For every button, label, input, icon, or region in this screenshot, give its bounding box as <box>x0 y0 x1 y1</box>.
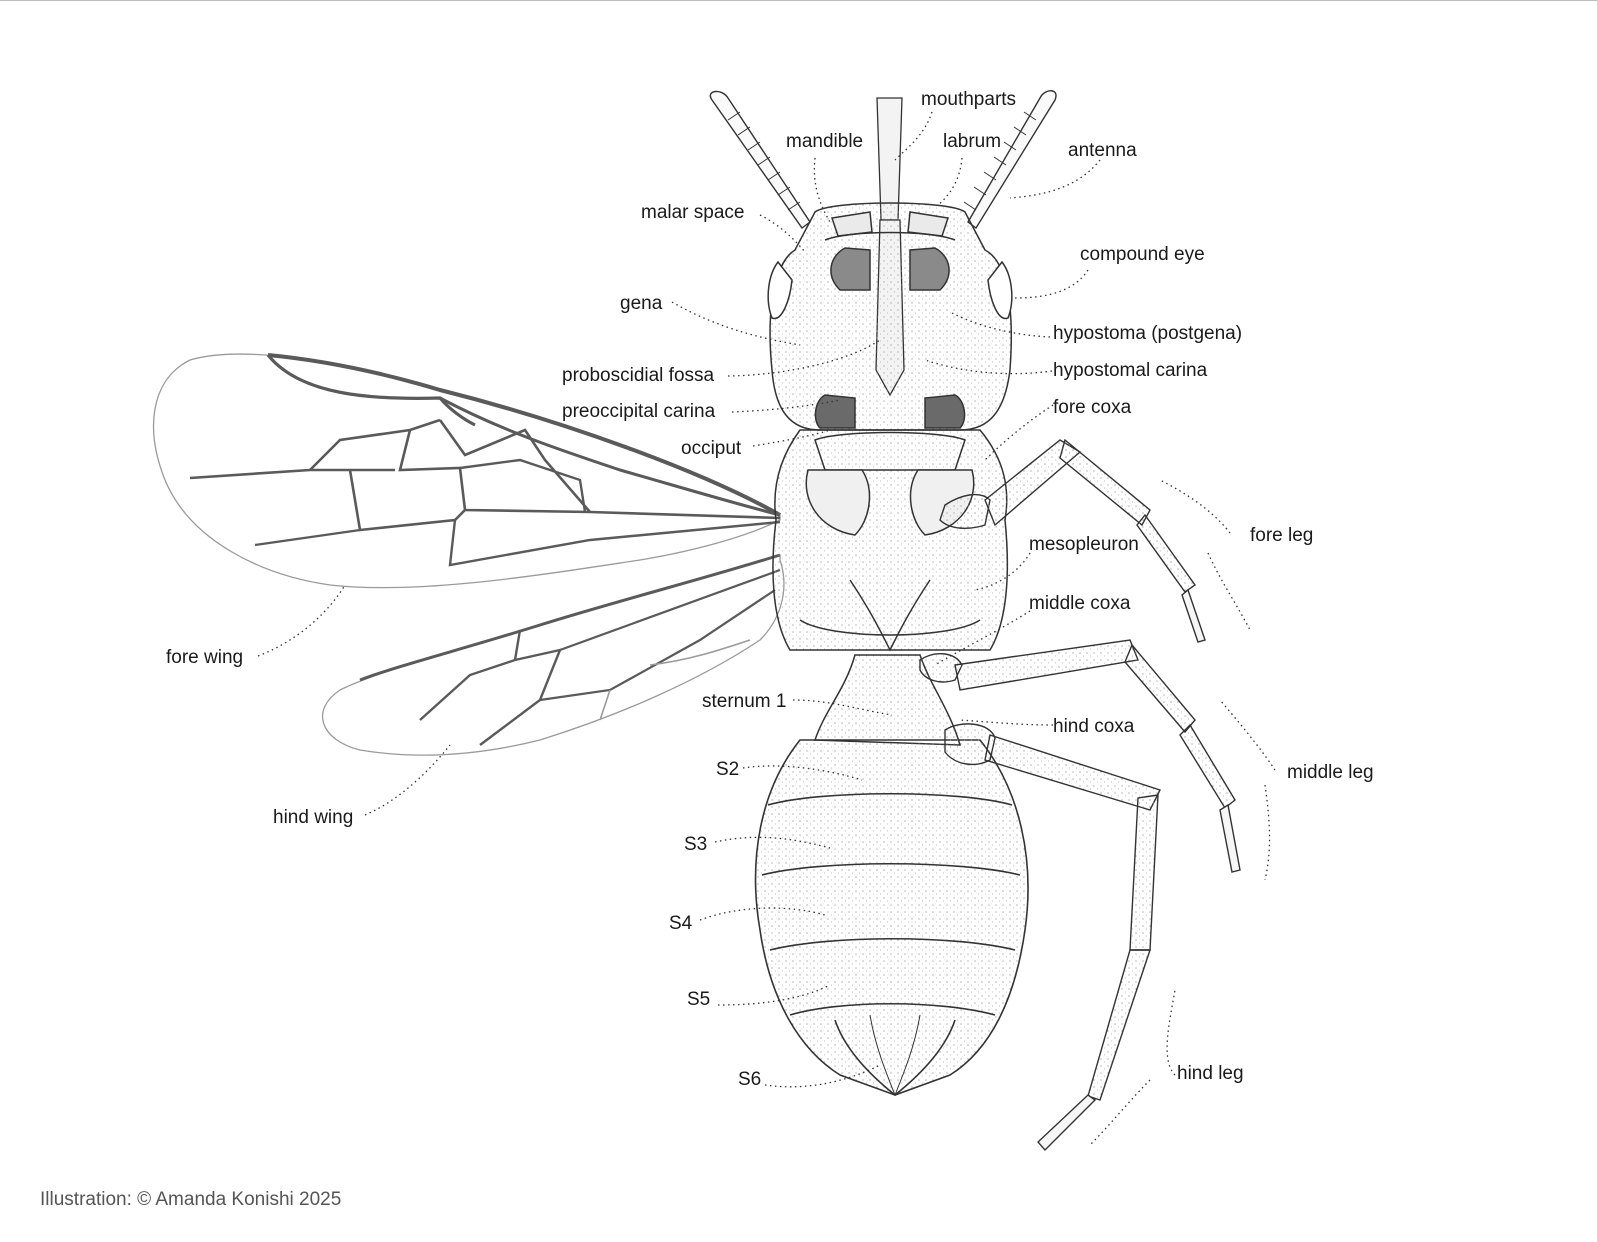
label-hind-leg: hind leg <box>1177 1063 1244 1084</box>
head <box>767 202 1013 431</box>
label-compound-eye: compound eye <box>1080 244 1205 265</box>
label-mouthparts: mouthparts <box>921 89 1017 110</box>
label-s5: S5 <box>687 989 711 1010</box>
label-proboscidial-fossa: proboscidial fossa <box>562 365 715 386</box>
leader-lines <box>257 111 1276 1146</box>
label-mesopleuron: mesopleuron <box>1029 534 1139 555</box>
label-fore-coxa: fore coxa <box>1053 397 1132 418</box>
label-hind-wing: hind wing <box>273 807 354 828</box>
middle-leg <box>919 639 1241 873</box>
label-preoccipital-carina: preoccipital carina <box>562 401 716 422</box>
label-hypostoma: hypostoma (postgena) <box>1053 323 1243 344</box>
label-fore-wing: fore wing <box>166 647 244 668</box>
antennae <box>709 90 1057 230</box>
label-labrum: labrum <box>943 131 1002 152</box>
top-border <box>0 0 1597 1</box>
label-middle-leg: middle leg <box>1287 762 1374 783</box>
fore-wing <box>152 353 781 589</box>
label-hind-coxa: hind coxa <box>1053 716 1135 737</box>
fore-leg <box>939 438 1206 643</box>
label-malar-space: malar space <box>641 202 745 223</box>
hind-wing <box>322 553 785 756</box>
label-fore-leg: fore leg <box>1250 525 1314 546</box>
label-s4: S4 <box>669 913 693 934</box>
label-mandible: mandible <box>786 131 864 152</box>
label-sternum-1: sternum 1 <box>702 691 787 712</box>
thorax <box>772 429 1009 652</box>
label-hypostomal-carina: hypostomal carina <box>1053 360 1208 381</box>
label-s2: S2 <box>716 759 740 780</box>
label-antenna: antenna <box>1068 140 1137 161</box>
label-gena: gena <box>620 293 663 314</box>
label-middle-coxa: middle coxa <box>1029 593 1131 614</box>
label-occiput: occiput <box>681 438 742 459</box>
abdomen <box>754 739 1029 1097</box>
label-s6: S6 <box>738 1069 762 1090</box>
hind-leg <box>944 723 1161 1152</box>
label-s3: S3 <box>684 834 708 855</box>
illustration-credit: Illustration: © Amanda Konishi 2025 <box>40 1189 342 1210</box>
